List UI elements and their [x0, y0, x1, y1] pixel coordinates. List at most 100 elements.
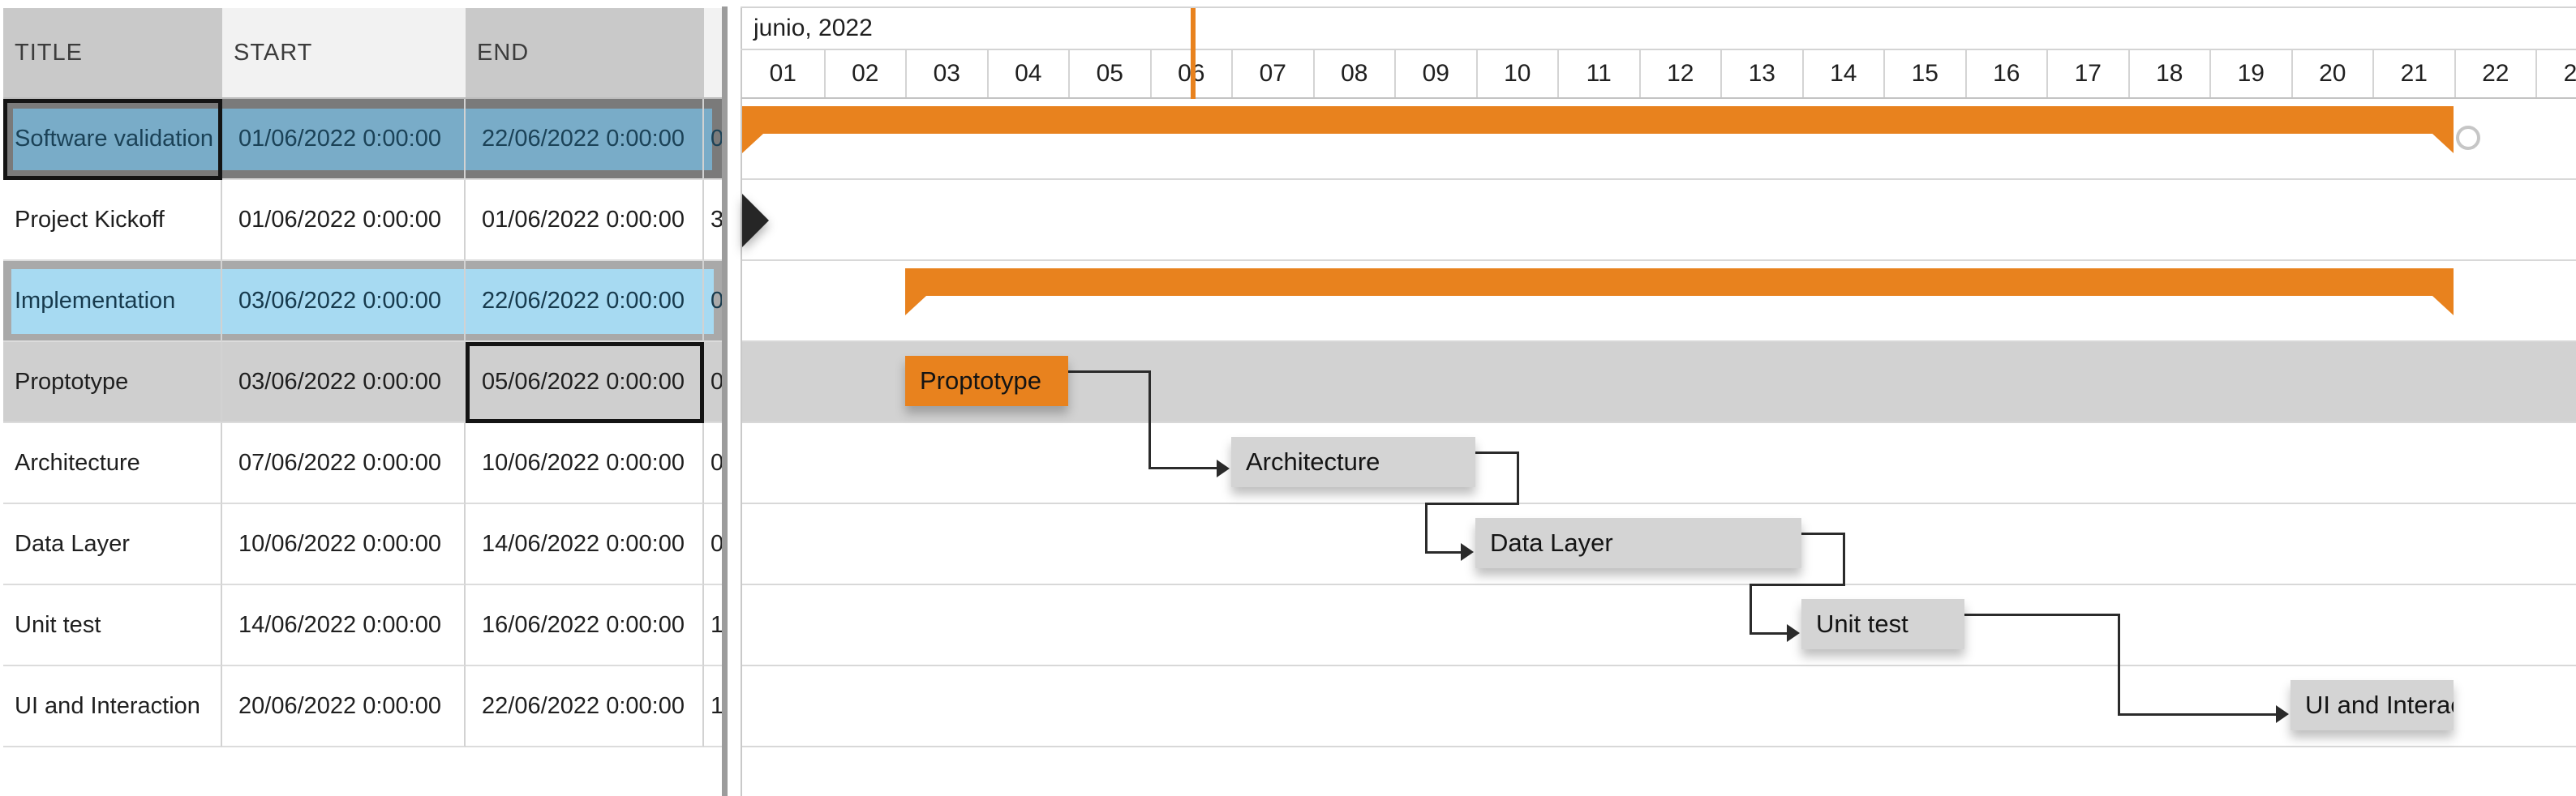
taskbar-label: UI and Interaction: [2305, 691, 2454, 719]
taskbar-label: Architecture: [1246, 447, 1380, 476]
dependency-connector-architecture-data-layer: [1425, 503, 1428, 554]
cell-end[interactable]: 16/06/2022 0:00:00: [466, 585, 704, 666]
milestone-project-kickoff[interactable]: [742, 194, 769, 247]
chart-row-separator: [742, 340, 2576, 342]
dependency-connector-architecture-data-layer: [1475, 451, 1519, 454]
grid-row-project-kickoff[interactable]: Project Kickoff 01/06/2022 0:00:00 01/06…: [3, 180, 722, 261]
chart-row-separator: [742, 259, 2576, 261]
timeline-day-cell: 23: [2535, 50, 2576, 97]
cell-start[interactable]: 03/06/2022 0:00:00: [222, 261, 466, 342]
cell-start[interactable]: 03/06/2022 0:00:00: [222, 342, 466, 423]
dependency-connector-proptotype-architecture: [1068, 370, 1151, 373]
cell-extra[interactable]: 3: [704, 180, 722, 261]
timeline-day-cell: 17: [2046, 50, 2128, 97]
timeline-day-cell: 09: [1394, 50, 1476, 97]
timeline-day-cell: 14: [1801, 50, 1884, 97]
dependency-connector-unit-test-ui: [2118, 614, 2120, 716]
cell-end[interactable]: 22/06/2022 0:00:00: [466, 99, 704, 180]
connector-arrow: [1217, 460, 1230, 477]
taskbar-unit-test[interactable]: Unit test: [1801, 599, 1964, 649]
cell-extra[interactable]: 1: [704, 666, 722, 747]
cell-title[interactable]: Software validation: [3, 99, 222, 180]
chart-row-separator: [742, 665, 2576, 666]
cell-start[interactable]: 01/06/2022 0:00:00: [222, 180, 466, 261]
timeline-day-cell: 19: [2209, 50, 2291, 97]
timeline-header-bottom-border: [741, 97, 2576, 99]
grid-row-proptotype[interactable]: Proptotype 03/06/2022 0:00:00 05/06/2022…: [3, 342, 722, 423]
grid-row-data-layer[interactable]: Data Layer 10/06/2022 0:00:00 14/06/2022…: [3, 504, 722, 585]
grid-header-cell-end[interactable]: END: [466, 8, 704, 99]
dependency-connector-architecture-data-layer: [1425, 503, 1519, 505]
connector-endpoint-circle[interactable]: [2456, 126, 2480, 150]
dependency-connector-unit-test-ui: [1964, 614, 2120, 616]
grid-header-cell-start[interactable]: START: [222, 8, 466, 99]
grid-header-cell-title[interactable]: TITLE: [3, 8, 222, 99]
connector-arrow: [1787, 624, 1800, 642]
grid-row-software-validation[interactable]: Software validation 01/06/2022 0:00:00 2…: [3, 99, 722, 180]
summary-bar-implementation[interactable]: [905, 268, 2454, 315]
cell-title[interactable]: Implementation: [3, 261, 222, 342]
dependency-connector-data-layer-unit-test: [1750, 632, 1788, 635]
grid-row-unit-test[interactable]: Unit test 14/06/2022 0:00:00 16/06/2022 …: [3, 585, 722, 666]
grid-row-ui-and-interaction[interactable]: UI and Interaction 20/06/2022 0:00:00 22…: [3, 666, 722, 747]
timeline-day-cell: 16: [1964, 50, 2047, 97]
chart-row-separator: [742, 422, 2576, 423]
grid-header-cell-extra[interactable]: [704, 8, 722, 99]
dependency-connector-data-layer-unit-test: [1843, 533, 1845, 586]
dependency-connector-data-layer-unit-test: [1801, 533, 1845, 535]
cell-extra[interactable]: 0: [704, 342, 722, 423]
cell-title[interactable]: Proptotype: [3, 342, 222, 423]
cell-end[interactable]: 10/06/2022 0:00:00: [466, 423, 704, 504]
timeline-day-cell: 01: [769, 60, 796, 87]
timeline-day-cell: 07: [1231, 50, 1313, 97]
cell-extra[interactable]: 0: [704, 504, 722, 585]
cell-extra[interactable]: 0: [704, 99, 722, 180]
splitter[interactable]: [722, 6, 728, 796]
taskbar-architecture[interactable]: Architecture: [1231, 437, 1475, 487]
timeline-day-cell: 11: [1557, 50, 1639, 97]
today-marker-line: [1191, 8, 1196, 99]
cell-title[interactable]: Project Kickoff: [3, 180, 222, 261]
taskbar-label: Proptotype: [920, 366, 1041, 395]
cell-extra[interactable]: 0: [704, 261, 722, 342]
cell-end[interactable]: 14/06/2022 0:00:00: [466, 504, 704, 585]
cell-title[interactable]: Unit test: [3, 585, 222, 666]
cell-extra[interactable]: 0: [704, 423, 722, 504]
cell-start[interactable]: 20/06/2022 0:00:00: [222, 666, 466, 747]
cell-end[interactable]: 22/06/2022 0:00:00: [466, 261, 704, 342]
dependency-connector-proptotype-architecture: [1148, 467, 1218, 469]
cell-end[interactable]: 05/06/2022 0:00:00: [466, 342, 704, 423]
connector-arrow: [2276, 705, 2289, 723]
cell-start[interactable]: 07/06/2022 0:00:00: [222, 423, 466, 504]
grid-row-architecture[interactable]: Architecture 07/06/2022 0:00:00 10/06/20…: [3, 423, 722, 504]
timeline-day-cell: 04: [986, 50, 1069, 97]
cell-title[interactable]: UI and Interaction: [3, 666, 222, 747]
timeline-day-cell: 15: [1883, 50, 1965, 97]
chart-row-separator: [742, 584, 2576, 585]
taskbar-data-layer[interactable]: Data Layer: [1475, 518, 1801, 568]
timeline-day-cell: 22: [2454, 50, 2536, 97]
cell-extra[interactable]: 1: [704, 585, 722, 666]
chart-row-separator: [742, 503, 2576, 504]
timeline-tier-divider: [741, 49, 2576, 50]
taskbar-ui-and-interaction[interactable]: UI and Interaction: [2290, 680, 2454, 730]
timeline-day-cell: 03: [905, 50, 987, 97]
cell-title[interactable]: Data Layer: [3, 504, 222, 585]
dependency-connector-architecture-data-layer: [1425, 551, 1462, 554]
timeline-day-cell: 20: [2290, 50, 2373, 97]
timeline-day-cell: 18: [2127, 50, 2210, 97]
summary-bar-software-validation[interactable]: [742, 106, 2454, 153]
timeline-day-cell: 12: [1638, 50, 1721, 97]
cell-start[interactable]: 14/06/2022 0:00:00: [222, 585, 466, 666]
dependency-connector-data-layer-unit-test: [1750, 584, 1845, 586]
cell-title[interactable]: Architecture: [3, 423, 222, 504]
cell-end[interactable]: 22/06/2022 0:00:00: [466, 666, 704, 747]
timeline-day-cell: 13: [1720, 50, 1802, 97]
taskbar-proptotype[interactable]: Proptotype: [905, 356, 1068, 406]
cell-start[interactable]: 01/06/2022 0:00:00: [222, 99, 466, 180]
cell-end[interactable]: 01/06/2022 0:00:00: [466, 180, 704, 261]
dependency-connector-data-layer-unit-test: [1750, 584, 1752, 635]
grid-row-implementation[interactable]: Implementation 03/06/2022 0:00:00 22/06/…: [3, 261, 722, 342]
cell-start[interactable]: 10/06/2022 0:00:00: [222, 504, 466, 585]
